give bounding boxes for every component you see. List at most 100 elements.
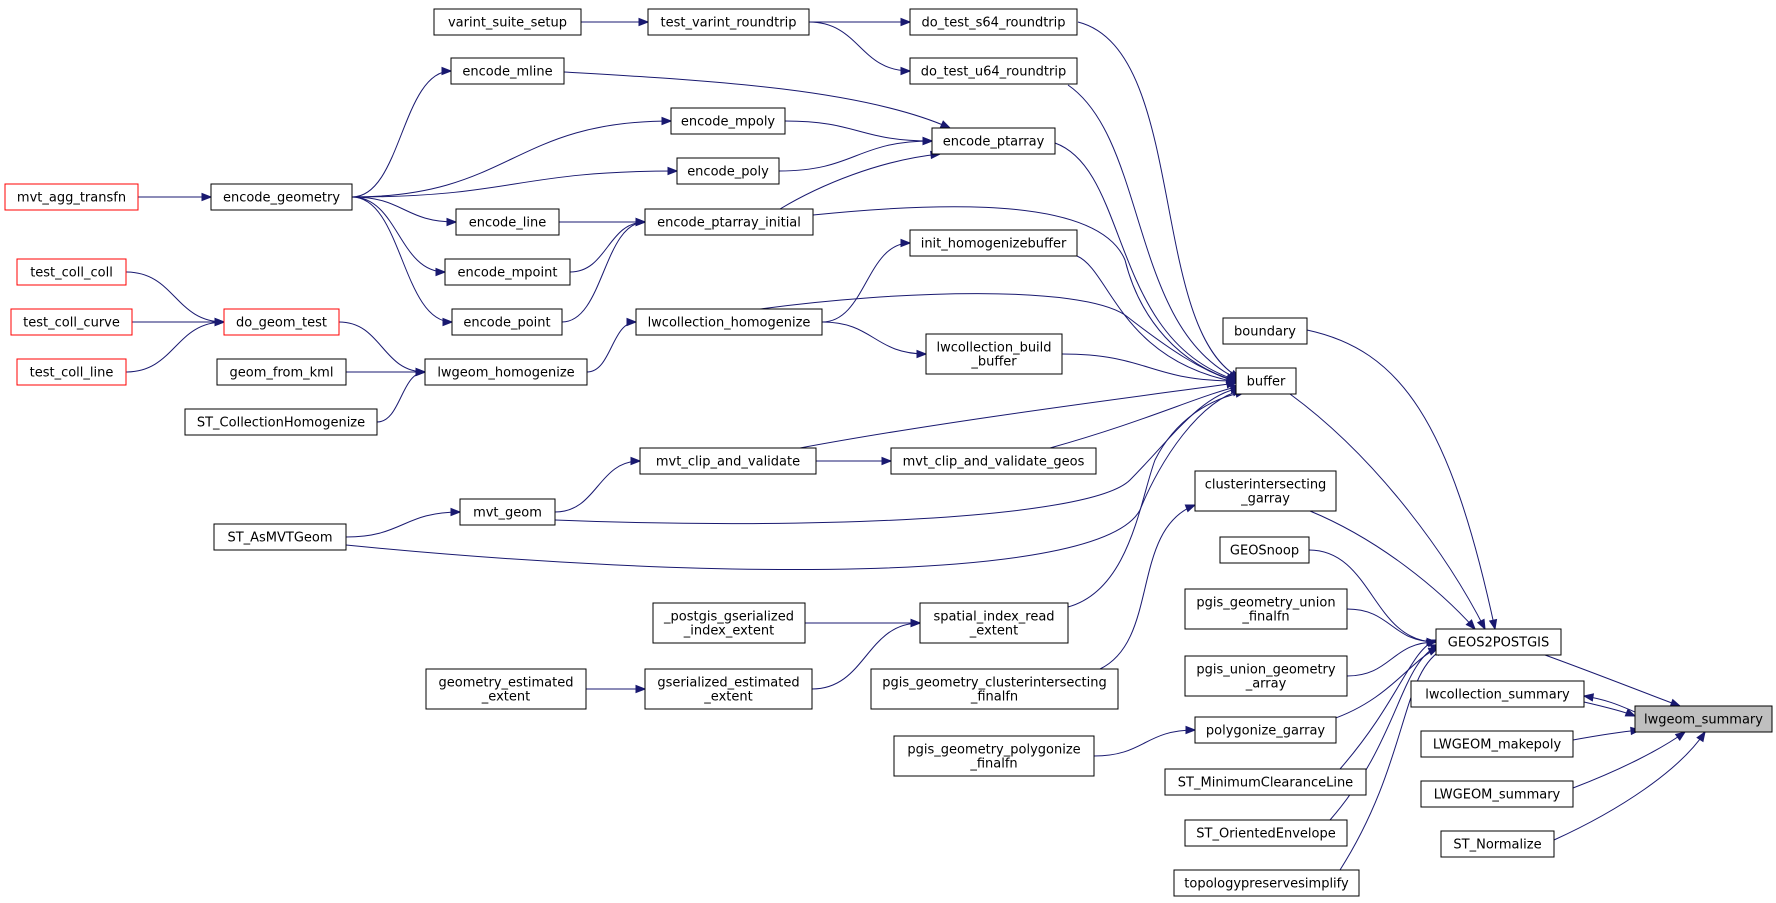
node-box bbox=[424, 358, 588, 386]
node-lwcollection_summary[interactable]: lwcollection_summary bbox=[1410, 680, 1585, 708]
node-do_test_s64_roundtrip[interactable]: do_test_s64_roundtrip bbox=[909, 8, 1078, 36]
edge-lwcollection_summary-to-lwgeom_summary bbox=[1583, 701, 1637, 717]
node-lwgeom_summary[interactable]: lwgeom_summary bbox=[1634, 705, 1773, 733]
node-encode_point[interactable]: encode_point bbox=[451, 308, 563, 336]
edge-encode_ptarray_initial-to-encode_ptarray bbox=[779, 150, 942, 210]
node-ST_CollectionHomogenize[interactable]: ST_CollectionHomogenize bbox=[184, 408, 378, 436]
node-label: _extent bbox=[969, 624, 1018, 639]
edge-lwgeom_homogenize-to-lwcollection_homogenize bbox=[586, 317, 638, 373]
node-label: lwgeom_homogenize bbox=[437, 366, 574, 381]
node-postgis_gserialized_index_extent[interactable]: _postgis_gserialized_index_extent bbox=[652, 602, 806, 644]
node-box bbox=[647, 8, 810, 36]
node-mvt_clip_and_validate_geos[interactable]: mvt_clip_and_validate_geos bbox=[890, 447, 1097, 475]
node-encode_mpoint[interactable]: encode_mpoint bbox=[444, 258, 571, 286]
node-box bbox=[644, 208, 814, 236]
edge-geom_from_kml-to-lwgeom_homogenize bbox=[346, 367, 427, 377]
node-pgis_geometry_polygonize_finalfn[interactable]: pgis_geometry_polygonize_finalfn bbox=[893, 735, 1095, 777]
node-mvt_agg_transfn[interactable]: mvt_agg_transfn bbox=[4, 183, 139, 211]
node-lwgeom_homogenize[interactable]: lwgeom_homogenize bbox=[424, 358, 588, 386]
node-label: test_coll_coll bbox=[30, 266, 113, 281]
node-varint_suite_setup[interactable]: varint_suite_setup bbox=[433, 8, 582, 36]
node-label: _extent bbox=[481, 690, 530, 705]
edge-test_coll_curve-to-do_geom_test bbox=[132, 317, 226, 327]
node-label: varint_suite_setup bbox=[448, 16, 567, 31]
node-label: pgis_geometry_polygonize bbox=[907, 743, 1080, 758]
node-box bbox=[1440, 830, 1555, 858]
node-geom_from_kml[interactable]: geom_from_kml bbox=[216, 358, 347, 386]
node-box bbox=[670, 107, 786, 135]
node-spatial_index_read_extent[interactable]: spatial_index_read_extent bbox=[919, 602, 1069, 644]
node-box bbox=[433, 8, 582, 36]
node-label: pgis_union_geometry bbox=[1196, 663, 1335, 678]
node-box bbox=[451, 308, 563, 336]
node-test_coll_line[interactable]: test_coll_line bbox=[16, 358, 127, 386]
edge-encode_mpoly-to-encode_ptarray bbox=[784, 120, 934, 146]
node-do_geom_test[interactable]: do_geom_test bbox=[223, 308, 340, 336]
node-test_coll_coll[interactable]: test_coll_coll bbox=[16, 258, 127, 286]
node-do_test_u64_roundtrip[interactable]: do_test_u64_roundtrip bbox=[909, 57, 1078, 85]
node-GEOSnoop[interactable]: GEOSnoop bbox=[1219, 536, 1310, 564]
node-label: GEOSnoop bbox=[1230, 544, 1299, 559]
node-ST_Normalize[interactable]: ST_Normalize bbox=[1440, 830, 1555, 858]
node-label: buffer bbox=[1247, 375, 1286, 390]
node-box bbox=[909, 229, 1078, 257]
node-box bbox=[1235, 367, 1297, 395]
node-encode_mline[interactable]: encode_mline bbox=[450, 57, 565, 85]
node-buffer[interactable]: buffer bbox=[1235, 367, 1297, 395]
node-mvt_geom[interactable]: mvt_geom bbox=[459, 498, 556, 526]
node-pgis_geometry_clusterintersecting_finalfn[interactable]: pgis_geometry_clusterintersecting_finalf… bbox=[870, 668, 1119, 710]
edge-buffer-to-GEOS2POSTGIS bbox=[1289, 393, 1486, 631]
edge-encode_mpoint-to-encode_ptarray_initial bbox=[569, 217, 647, 273]
node-encode_line[interactable]: encode_line bbox=[455, 208, 560, 236]
node-label: lwcollection_homogenize bbox=[648, 316, 811, 331]
node-box bbox=[870, 668, 1119, 710]
node-GEOS2POSTGIS[interactable]: GEOS2POSTGIS bbox=[1435, 628, 1562, 656]
node-label: topologypreservesimplify bbox=[1184, 877, 1349, 892]
edge-pgis_geometry_clusterintersecting_finalfn-to-clusterintersecting_garray bbox=[1099, 504, 1197, 670]
node-init_homogenizebuffer[interactable]: init_homogenizebuffer bbox=[909, 229, 1078, 257]
node-label: geometry_estimated bbox=[439, 676, 574, 691]
node-label: lwgeom_summary bbox=[1644, 713, 1763, 728]
node-box bbox=[184, 408, 378, 436]
node-lwcollection_build_buffer[interactable]: lwcollection_build_buffer bbox=[925, 333, 1063, 375]
node-label: init_homogenizebuffer bbox=[921, 237, 1067, 252]
node-encode_mpoly[interactable]: encode_mpoly bbox=[670, 107, 786, 135]
node-encode_geometry[interactable]: encode_geometry bbox=[210, 183, 353, 211]
edge-LWGEOM_makepoly-to-lwgeom_summary bbox=[1572, 726, 1642, 741]
node-boundary[interactable]: boundary bbox=[1222, 317, 1308, 345]
node-box bbox=[1634, 705, 1773, 733]
edge-do_test_s64_roundtrip-to-buffer bbox=[1077, 21, 1242, 379]
node-box bbox=[1194, 470, 1337, 512]
edge-do_geom_test-to-lwgeom_homogenize bbox=[338, 321, 427, 377]
node-box bbox=[909, 8, 1078, 36]
node-LWGEOM_makepoly[interactable]: LWGEOM_makepoly bbox=[1420, 730, 1574, 758]
node-label: _buffer bbox=[970, 355, 1017, 370]
node-encode_poly[interactable]: encode_poly bbox=[676, 157, 780, 185]
node-test_coll_curve[interactable]: test_coll_curve bbox=[10, 308, 133, 336]
node-ST_OrientedEnvelope[interactable]: ST_OrientedEnvelope bbox=[1184, 819, 1348, 847]
node-ST_AsMVTGeom[interactable]: ST_AsMVTGeom bbox=[213, 523, 347, 551]
node-mvt_clip_and_validate[interactable]: mvt_clip_and_validate bbox=[639, 447, 817, 475]
node-label: _array bbox=[1245, 677, 1287, 692]
node-topologypreservesimplify[interactable]: topologypreservesimplify bbox=[1173, 869, 1360, 897]
node-box bbox=[1420, 780, 1574, 808]
node-LWGEOM_summary[interactable]: LWGEOM_summary bbox=[1420, 780, 1574, 808]
node-clusterintersecting_garray[interactable]: clusterintersecting_garray bbox=[1194, 470, 1337, 512]
node-pgis_union_geometry_array[interactable]: pgis_union_geometry_array bbox=[1184, 655, 1348, 697]
node-ST_MinimumClearanceLine[interactable]: ST_MinimumClearanceLine bbox=[1164, 768, 1367, 796]
node-test_varint_roundtrip[interactable]: test_varint_roundtrip bbox=[647, 8, 810, 36]
node-label: GEOS2POSTGIS bbox=[1448, 636, 1549, 651]
node-pgis_geometry_union_finalfn[interactable]: pgis_geometry_union_finalfn bbox=[1184, 588, 1348, 630]
node-label: pgis_geometry_union bbox=[1196, 596, 1335, 611]
node-label: ST_Normalize bbox=[1453, 838, 1541, 853]
edge-encode_geometry-to-encode_line bbox=[351, 196, 458, 227]
node-label: LWGEOM_makepoly bbox=[1433, 738, 1562, 753]
node-polygonize_garray[interactable]: polygonize_garray bbox=[1194, 716, 1337, 744]
node-encode_ptarray[interactable]: encode_ptarray bbox=[931, 127, 1056, 155]
node-label: _finalfn bbox=[970, 690, 1018, 705]
node-encode_ptarray_initial[interactable]: encode_ptarray_initial bbox=[644, 208, 814, 236]
node-lwcollection_homogenize[interactable]: lwcollection_homogenize bbox=[635, 308, 823, 336]
node-box bbox=[10, 308, 133, 336]
node-geometry_estimated_extent[interactable]: geometry_estimated_extent bbox=[425, 668, 587, 710]
node-gserialized_estimated_extent[interactable]: gserialized_estimated_extent bbox=[644, 668, 813, 710]
